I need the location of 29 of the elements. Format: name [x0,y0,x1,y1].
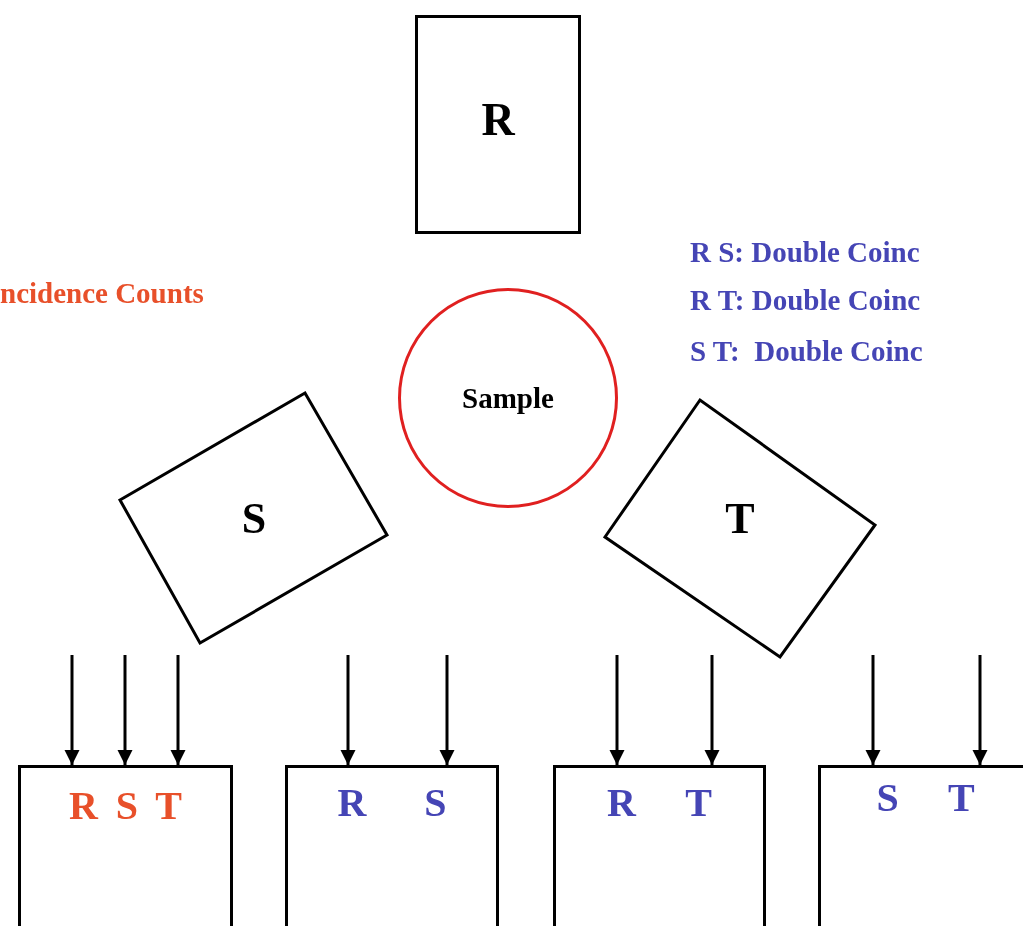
detector-label: R [481,93,515,146]
arrow [170,655,186,765]
detector-label: T [725,493,755,544]
arrow [117,655,133,765]
detector-label: R T [607,779,712,826]
detector-label: R S [337,779,447,826]
sample-circle [398,288,618,508]
legend-text: R S: Double Coinc [690,236,920,269]
detector-label: S T [876,774,975,821]
detector-box [415,15,581,234]
legend-text: S T: Double Coinc [690,335,923,368]
counter-box [553,765,766,926]
legend-text: R T: Double Coinc [690,284,921,317]
counter-box [285,765,499,926]
arrow [865,655,881,765]
detector-label: S [241,492,267,544]
arrow [972,655,988,765]
heading-label: ncidence Counts [0,277,204,310]
arrow [64,655,80,765]
detector-box [118,391,390,645]
detector-label: R S T [68,781,183,829]
detector-label: Sample [462,381,554,415]
arrow [439,655,455,765]
counter-box [818,765,1023,926]
detector-box [603,398,877,659]
arrow [340,655,356,765]
arrow [609,655,625,765]
arrow [704,655,720,765]
counter-box [18,765,233,926]
